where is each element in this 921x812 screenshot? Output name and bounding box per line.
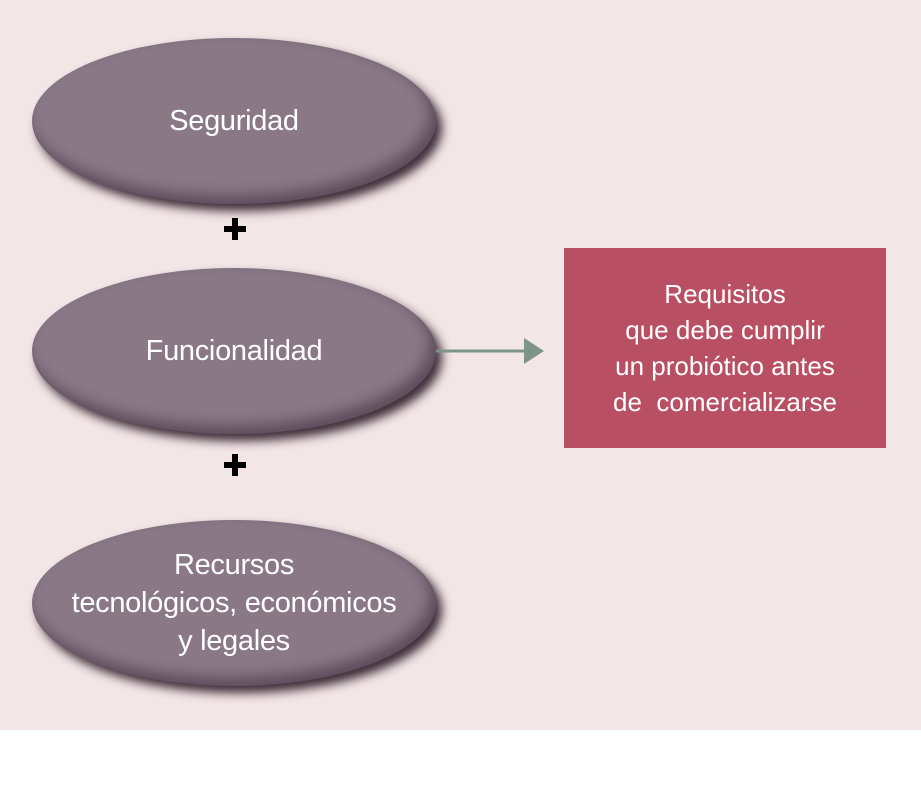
node-seguridad-label: Seguridad <box>169 105 299 137</box>
node-recursos: Recursos tecnológicos, económicos y lega… <box>32 520 436 686</box>
node-funcionalidad: Funcionalidad <box>32 268 436 434</box>
result-line-1: Requisitos <box>664 279 786 309</box>
arrow-right-icon <box>436 338 544 364</box>
node-seguridad: Seguridad <box>32 38 436 204</box>
plus-operator-2 <box>220 450 250 480</box>
diagram-panel: Seguridad Funcionalidad Recursos tecnoló… <box>0 0 921 730</box>
node-recursos-line-2: tecnológicos, económicos <box>71 587 397 619</box>
result-line-4: de comercializarse <box>613 387 837 417</box>
node-recursos-line-1: Recursos <box>173 549 295 581</box>
plus-operator-1 <box>220 214 250 244</box>
node-recursos-line-3: y legales <box>178 625 290 657</box>
result-line-2: que debe cumplir <box>625 315 825 345</box>
result-line-3: un probiótico antes <box>615 351 835 381</box>
result-box: Requisitos que debe cumplir un probiótic… <box>564 248 886 448</box>
node-funcionalidad-label: Funcionalidad <box>145 335 323 367</box>
